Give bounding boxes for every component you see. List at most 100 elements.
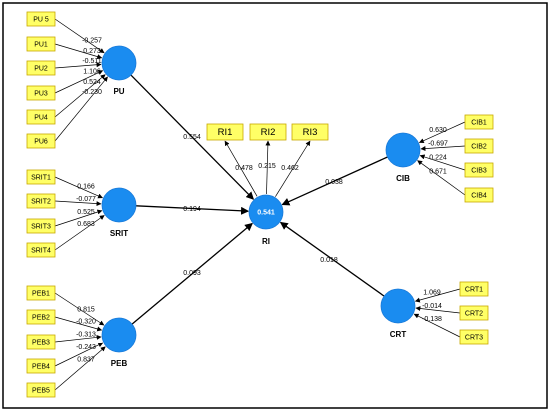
latent-srit[interactable]: SRIT: [101, 187, 137, 238]
indicator-pu1[interactable]: PU1: [26, 36, 56, 52]
indicator-crt1[interactable]: CRT1: [459, 281, 489, 297]
indicator-cib2[interactable]: CIB2: [464, 138, 494, 154]
indicator-label: CRT1: [465, 287, 483, 294]
indicator-box: [26, 36, 56, 52]
indicator-label: PEB3: [32, 340, 50, 347]
indicator-srit4[interactable]: SRIT4: [26, 242, 56, 258]
indicator-peb5[interactable]: PEB5: [26, 382, 56, 398]
indicator-peb3[interactable]: PEB3: [26, 334, 56, 350]
indicator-arrow-cib3: [419, 154, 466, 171]
indicator-arrow-ri1: [224, 140, 258, 197]
latent-crt[interactable]: CRT: [380, 288, 416, 339]
indicator-pu2[interactable]: PU2: [26, 60, 56, 76]
path-coefficient-cib-ri: 0.038: [325, 179, 343, 186]
indicator-weight-peb5: 0.837: [77, 356, 95, 363]
indicator-weight-pu4: 0.524: [83, 79, 101, 86]
indicator-label: CIB4: [471, 193, 487, 200]
indicator-arrow-peb4: [54, 342, 104, 367]
indicator-box: [26, 358, 56, 374]
indicator-box: [459, 281, 489, 297]
indicator-weight-peb3: -0.313: [76, 332, 96, 339]
latent-pu[interactable]: PU: [101, 45, 137, 96]
indicator-peb2[interactable]: PEB2: [26, 309, 56, 325]
indicator-crt2[interactable]: CRT2: [459, 305, 489, 321]
indicator-weight-ri3: 0.462: [281, 165, 299, 172]
indicator-weight-pu1: 0.273: [83, 48, 101, 55]
indicator-label: RI3: [303, 127, 318, 138]
indicator-label: SRIT2: [31, 199, 51, 206]
indicator-ri2[interactable]: RI2: [249, 123, 287, 141]
indicator-box: [464, 114, 494, 130]
indicator-arrow-peb3: [54, 334, 102, 343]
indicator-weight-ri2: 0.215: [258, 163, 276, 170]
indicator-arrow-pu6: [54, 76, 108, 142]
indicator-crt3[interactable]: CRT3: [459, 329, 489, 345]
indicator-pu4[interactable]: PU4: [26, 109, 56, 125]
indicator-cib4[interactable]: CIB4: [464, 187, 494, 203]
indicator-arrow-cib4: [417, 160, 466, 196]
diagram-frame: [2, 2, 548, 409]
latent-circle: [101, 45, 137, 81]
indicator-weight-pu2: -0.511: [82, 58, 101, 65]
latent-circle: [380, 288, 416, 324]
indicator-box: [249, 123, 287, 141]
indicator-srit3[interactable]: SRIT3: [26, 218, 56, 234]
indicator-label: PEB1: [32, 291, 50, 298]
latent-circle: [248, 194, 284, 230]
indicator-weight-srit3: 0.525: [77, 209, 95, 216]
indicator-box: [26, 285, 56, 301]
indicator-peb1[interactable]: PEB1: [26, 285, 56, 301]
indicator-box: [26, 309, 56, 325]
latent-label: PEB: [111, 359, 128, 368]
indicator-arrow-cib1: [418, 121, 466, 144]
latent-circle: [101, 317, 137, 353]
indicator-arrow-srit3: [54, 209, 103, 227]
indicator-cib1[interactable]: CIB1: [464, 114, 494, 130]
indicator-ri3[interactable]: RI3: [291, 123, 329, 141]
indicator-box: [26, 85, 56, 101]
indicator-arrow-pu1: [54, 43, 103, 59]
indicator-label: CIB1: [471, 120, 487, 127]
indicator-box: [459, 305, 489, 321]
indicator-arrow-pu5: [54, 18, 105, 54]
indicator-arrow-pu3: [54, 70, 104, 94]
indicator-peb4[interactable]: PEB4: [26, 358, 56, 374]
indicator-arrow-crt3: [413, 313, 461, 338]
indicator-box: [464, 138, 494, 154]
indicator-label: PU6: [34, 139, 48, 146]
latent-circle: [101, 187, 137, 223]
indicator-box: [26, 218, 56, 234]
indicator-label: CRT2: [465, 311, 483, 318]
indicator-weight-srit1: 0.166: [77, 184, 95, 191]
indicator-weight-cib3: 0.224: [429, 154, 447, 161]
indicator-box: [26, 334, 56, 350]
indicator-label: PU 5: [33, 17, 49, 24]
indicator-srit1[interactable]: SRIT1: [26, 169, 56, 185]
indicator-weight-srit2: -0.077: [76, 196, 96, 203]
indicator-arrow-pu4: [54, 74, 106, 118]
indicator-arrow-peb1: [54, 292, 105, 326]
indicator-weight-peb1: 0.815: [77, 306, 95, 313]
indicator-weight-crt2: -0.014: [422, 303, 442, 310]
indicator-cib3[interactable]: CIB3: [464, 162, 494, 178]
indicator-label: SRIT4: [31, 248, 51, 255]
indicator-weight-cib2: -0.697: [428, 141, 448, 148]
indicator-ri1[interactable]: RI1: [206, 123, 244, 141]
indicator-weight-pu5: -0.257: [82, 37, 102, 44]
indicator-label: PEB5: [32, 388, 50, 395]
path-arrow-peb-ri: [131, 222, 253, 325]
indicator-box: [26, 11, 56, 27]
indicator-srit2[interactable]: SRIT2: [26, 193, 56, 209]
latent-cib[interactable]: CIB: [385, 132, 421, 183]
latent-peb[interactable]: PEB: [101, 317, 137, 368]
indicator-arrow-ri3: [275, 140, 311, 197]
indicator-box: [26, 109, 56, 125]
indicator-pu5[interactable]: PU 5: [26, 11, 56, 27]
indicator-label: PEB4: [32, 364, 50, 371]
indicator-label: PU2: [34, 66, 48, 73]
indicator-pu3[interactable]: PU3: [26, 85, 56, 101]
indicator-arrow-pu2: [54, 62, 102, 69]
indicator-pu6[interactable]: PU6: [26, 133, 56, 149]
